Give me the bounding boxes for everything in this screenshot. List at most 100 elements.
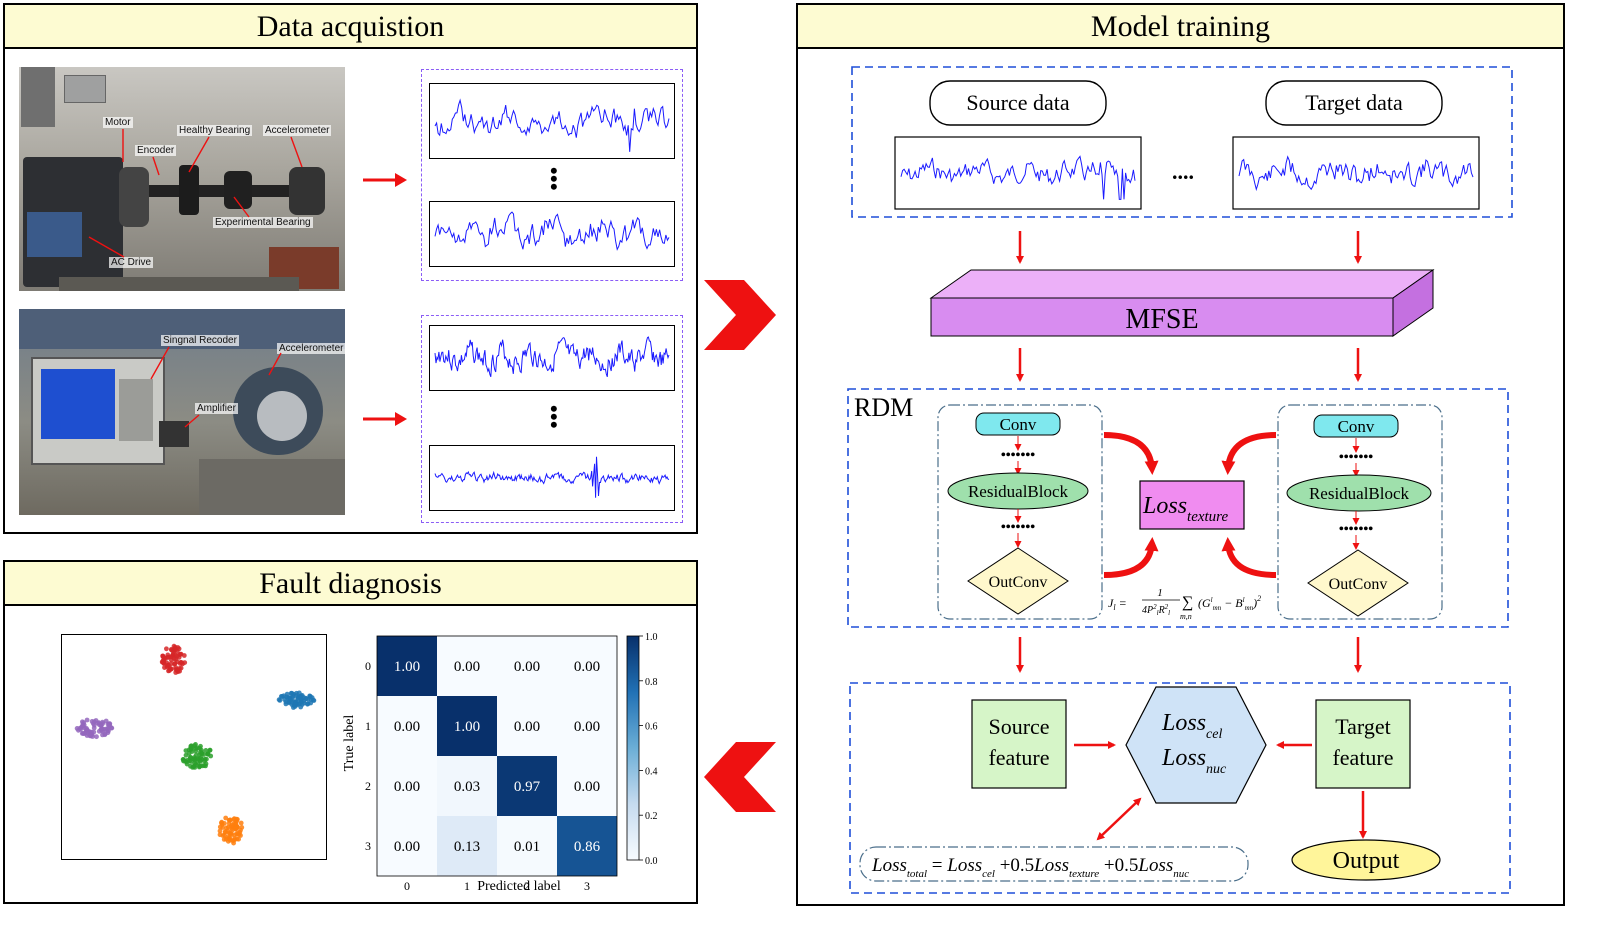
cm-ytick-0: 0 <box>365 659 371 673</box>
cm-cell-2-0 <box>377 756 437 816</box>
tsne-point-cluster-2 <box>98 722 104 728</box>
tsne-point-cluster-4 <box>236 836 242 842</box>
tsne-point-cluster-4 <box>220 833 226 838</box>
photo1-pointer-lines <box>88 129 303 258</box>
svg-text:(Glmn − Blmn)2: (Glmn − Blmn)2 <box>1198 594 1261 612</box>
signal-2a <box>429 325 675 391</box>
tsne-point-cluster-3 <box>202 756 208 762</box>
arrow-photo2-to-signals <box>363 412 407 426</box>
signal-group-2 <box>421 315 683 523</box>
colorbar-tick-3: 0.4 <box>645 766 658 777</box>
tsne-point-cluster-4 <box>223 836 229 842</box>
signal-recorder-label: Singnal Recoder <box>161 335 239 346</box>
svg-text:Jl =: Jl = <box>1108 596 1127 612</box>
tsne-point-cluster-3 <box>193 748 199 754</box>
cm-value-1-3: 0.00 <box>574 719 600 735</box>
source-feature-line2: feature <box>988 745 1049 770</box>
tsne-point-cluster-4 <box>238 820 244 826</box>
tsne-point-cluster-4 <box>217 824 223 830</box>
tsne-point-cluster-2 <box>89 719 95 724</box>
model-training-title: Model training <box>798 5 1563 49</box>
cm-value-2-3: 0.00 <box>574 779 600 795</box>
ac-drive-label: AC Drive <box>109 257 154 268</box>
tsne-point-cluster-0 <box>178 659 184 665</box>
tsne-point-cluster-3 <box>198 750 203 755</box>
cm-value-3-1: 0.13 <box>454 839 480 855</box>
rdm-label: RDM <box>854 393 913 422</box>
mfse-label: MFSE <box>1125 304 1198 335</box>
colorbar <box>626 635 640 861</box>
motor-signal-recorder-photo: Singnal Recoder Accelerometer Amplifier <box>19 309 345 515</box>
cm-value-0-3: 0.00 <box>574 659 600 675</box>
tsne-point-cluster-1 <box>286 699 292 704</box>
tsne-point-cluster-3 <box>208 753 214 759</box>
tsne-point-cluster-4 <box>234 831 240 837</box>
svg-text:•••••••: ••••••• <box>1001 448 1035 463</box>
svg-text:•••••••: ••••••• <box>1339 450 1373 465</box>
data-acquisition-title: Data acquistion <box>5 5 696 49</box>
cm-cell-0-2 <box>497 636 557 696</box>
signal-group-1 <box>421 69 683 281</box>
colorbar-tick-1: 0.8 <box>645 677 658 688</box>
accelerometer-label: Accelerometer <box>263 125 332 136</box>
output-label: Output <box>1333 848 1400 874</box>
cm-xtick-1: 1 <box>464 879 470 893</box>
cm-cell-1-0 <box>377 696 437 756</box>
cm-value-2-2: 0.97 <box>514 779 541 795</box>
loss-texture-box <box>1139 480 1245 530</box>
tsne-point-cluster-4 <box>226 817 232 823</box>
tsne-scatter-plot <box>61 634 327 860</box>
tsne-point-cluster-2 <box>91 729 97 735</box>
accelerometer-label-2: Accelerometer <box>277 343 345 354</box>
outconv-label-source: OutConv <box>989 574 1048 591</box>
target-data-pill <box>1265 80 1443 126</box>
tsne-point-cluster-3 <box>193 762 199 767</box>
tsne-point-cluster-4 <box>223 815 229 821</box>
total-loss-formula: Losstotal = Losscel +0.5Losstexture +0.5… <box>871 855 1189 880</box>
loss-texture-label: Losstexture <box>1142 493 1228 525</box>
conv-box-source <box>975 412 1061 436</box>
cm-cell-1-2 <box>497 696 557 756</box>
ellipsis-dots: .... <box>1172 159 1194 184</box>
cm-value-0-1: 0.00 <box>454 659 480 675</box>
tsne-point-cluster-2 <box>84 717 90 723</box>
healthy-bearing-label: Healthy Bearing <box>177 125 253 136</box>
tsne-point-cluster-4 <box>217 828 223 834</box>
arrow-right-chevron <box>704 280 776 350</box>
tsne-point-cluster-1 <box>296 694 302 700</box>
experimental-bearing-label: Experimental Bearing <box>213 217 313 228</box>
source-data-label: Source data <box>966 90 1069 115</box>
svg-text:•••••••: ••••••• <box>1339 522 1373 537</box>
tsne-point-cluster-3 <box>183 748 189 753</box>
tsne-point-cluster-2 <box>94 734 99 740</box>
tsne-point-cluster-0 <box>178 651 184 657</box>
cm-value-1-2: 0.00 <box>514 719 540 735</box>
cm-cell-3-1 <box>437 816 497 876</box>
tsne-point-cluster-1 <box>298 698 304 704</box>
tsne-point-cluster-1 <box>282 697 287 702</box>
cm-xtick-0: 0 <box>404 879 410 893</box>
tsne-point-cluster-3 <box>203 761 209 767</box>
signal-1b <box>429 201 675 267</box>
tsne-point-cluster-0 <box>182 660 188 665</box>
tsne-point-cluster-2 <box>102 731 108 737</box>
cm-xtick-3: 3 <box>584 879 590 893</box>
arrow-left-chevron <box>704 742 776 812</box>
tsne-point-cluster-3 <box>189 745 195 751</box>
source-feature-box <box>971 699 1067 789</box>
cm-value-0-0: 1.00 <box>394 659 420 675</box>
target-rdm-branch <box>1277 404 1443 620</box>
tsne-point-cluster-2 <box>84 727 90 733</box>
cm-value-1-1: 1.00 <box>454 719 480 735</box>
tsne-point-cluster-1 <box>301 694 306 700</box>
conv-label-source: Conv <box>1000 415 1037 434</box>
tsne-point-cluster-3 <box>181 758 186 764</box>
tsne-point-cluster-4 <box>232 836 238 841</box>
outconv-label-target: OutConv <box>1329 576 1388 593</box>
feature-loss-group <box>849 682 1511 894</box>
outconv-target <box>1307 549 1409 617</box>
source-rdm-branch <box>937 404 1103 620</box>
cm-value-3-2: 0.01 <box>514 839 540 855</box>
tsne-point-cluster-4 <box>229 828 235 833</box>
